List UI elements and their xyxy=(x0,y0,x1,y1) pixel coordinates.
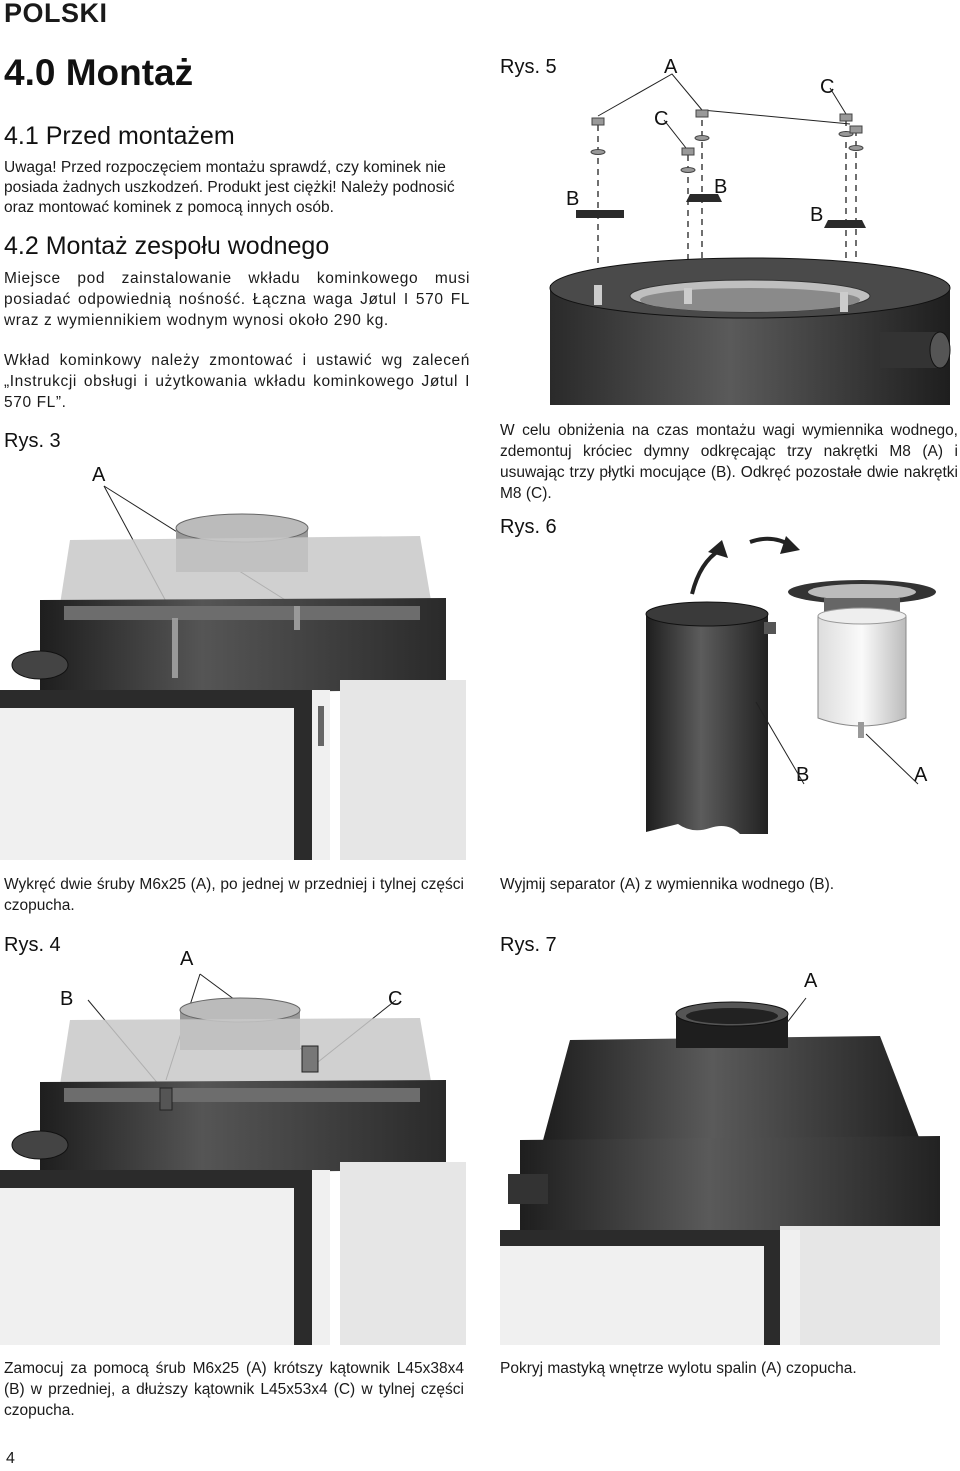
rys4-label-b: B xyxy=(60,988,74,1010)
rys6-water-exchanger-illustration xyxy=(645,536,936,834)
rys5-label-a: A xyxy=(664,56,678,78)
rys6-caption: Wyjmij separator (A) z wymiennika wodneg… xyxy=(500,876,835,893)
rys5-flue-collar-illustration xyxy=(549,73,951,405)
figure-label-rys3: Rys. 3 xyxy=(4,430,61,452)
figure-label-rys7: Rys. 7 xyxy=(500,934,557,956)
paragraph-install-instructions: Wkład kominkowy należy zmontować i ustaw… xyxy=(4,352,470,411)
rys5-label-b-right: B xyxy=(810,204,824,226)
rys6-label-a: A xyxy=(914,764,928,786)
rys7-flue-outlet-illustration xyxy=(500,997,940,1345)
rys3-fireplace-illustration xyxy=(0,485,466,860)
language-header: POLSKI xyxy=(4,0,108,28)
subsection-title-before-assembly: 4.1 Przed montażem xyxy=(4,122,235,150)
rys4-fireplace-bracket-illustration xyxy=(0,973,466,1345)
section-title: 4.0 Montaż xyxy=(4,52,194,93)
rys4-caption: Zamocuj za pomocą śrub M6x25 (A) krótszy… xyxy=(4,1360,464,1419)
rys5-label-b-left: B xyxy=(566,188,580,210)
figure-label-rys4: Rys. 4 xyxy=(4,934,61,956)
rys5-label-c-left: C xyxy=(654,108,669,130)
rys3-caption: Wykręć dwie śruby M6x25 (A), po jednej w… xyxy=(4,876,464,914)
paragraph-weight-reduction: W celu obniżenia na czas montażu wagi wy… xyxy=(500,422,958,502)
rys3-label-a: A xyxy=(92,464,106,486)
subsection-title-water-unit: 4.2 Montaż zespołu wodnego xyxy=(4,232,330,260)
rys4-label-a: A xyxy=(180,948,194,970)
rys5-label-b-mid: B xyxy=(714,176,728,198)
paragraph-load-capacity: Miejsce pod zainstalowanie wkładu komink… xyxy=(4,270,470,329)
rys4-label-c: C xyxy=(388,988,403,1010)
warning-text: Uwaga! Przed rozpoczęciem montażu sprawd… xyxy=(4,159,455,216)
rys7-label-a: A xyxy=(804,970,818,992)
page-number: 4 xyxy=(6,1450,15,1467)
rys5-label-c-right: C xyxy=(820,76,835,98)
rys6-label-b: B xyxy=(796,764,810,786)
figure-label-rys6: Rys. 6 xyxy=(500,516,557,538)
rys7-caption: Pokryj mastyką wnętrze wylotu spalin (A)… xyxy=(500,1360,857,1377)
figure-label-rys5: Rys. 5 xyxy=(500,56,557,78)
